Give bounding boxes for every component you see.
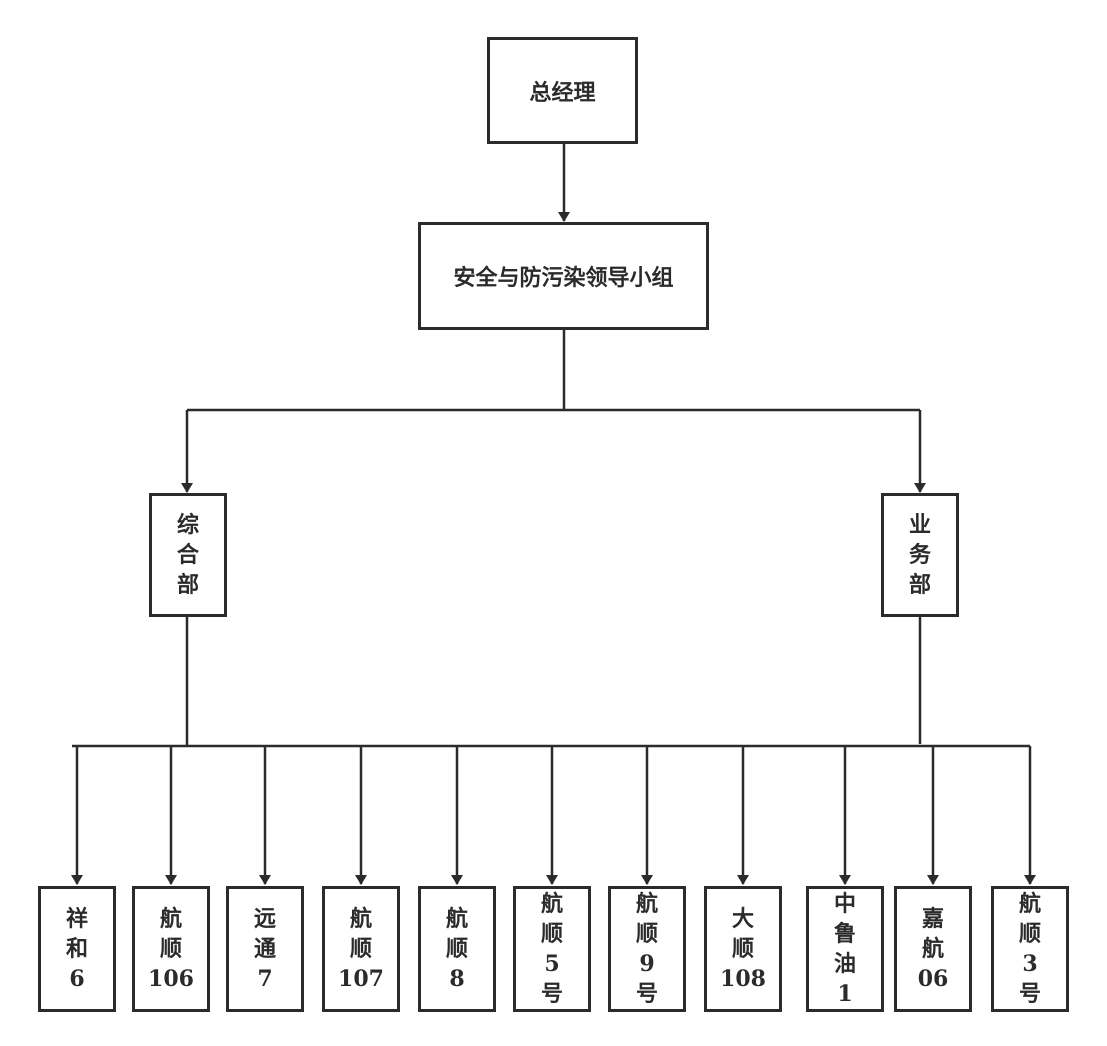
node-ship-6-label: 航 顺 5 号	[540, 891, 563, 1007]
node-ship-5: 航 顺 8	[418, 886, 496, 1012]
node-ship-9: 中 鲁 油 1	[806, 886, 884, 1012]
node-dept-yewu-label: 业 务 部	[908, 512, 931, 598]
node-ship-2-label: 航 顺 106	[148, 906, 194, 992]
node-ship-5-label: 航 顺 8	[445, 906, 468, 992]
node-safety-group-label: 安全与防污染领导小组	[453, 265, 674, 291]
node-ship-1: 祥 和 6	[38, 886, 116, 1012]
node-ship-7-label: 航 顺 9 号	[635, 891, 658, 1007]
node-ship-8-label: 大 顺 108	[720, 906, 766, 992]
node-ship-2: 航 顺 106	[132, 886, 210, 1012]
node-ship-10-label: 嘉 航 06	[917, 906, 949, 992]
node-ship-11-label: 航 顺 3 号	[1018, 891, 1041, 1007]
node-ship-3: 远 通 7	[226, 886, 304, 1012]
node-ship-6: 航 顺 5 号	[513, 886, 591, 1012]
node-ship-11: 航 顺 3 号	[991, 886, 1069, 1012]
node-dept-zonghe: 综 合 部	[149, 493, 227, 617]
node-ship-7: 航 顺 9 号	[608, 886, 686, 1012]
node-ship-3-label: 远 通 7	[253, 906, 276, 992]
node-ship-1-label: 祥 和 6	[65, 906, 88, 992]
node-general-manager-label: 总经理	[529, 79, 596, 106]
node-safety-group: 安全与防污染领导小组	[418, 222, 709, 330]
node-dept-zonghe-label: 综 合 部	[176, 512, 199, 598]
node-ship-10: 嘉 航 06	[894, 886, 972, 1012]
node-dept-yewu: 业 务 部	[881, 493, 959, 617]
node-ship-4: 航 顺 107	[322, 886, 400, 1012]
node-ship-4-label: 航 顺 107	[338, 906, 384, 992]
node-ship-9-label: 中 鲁 油 1	[833, 891, 856, 1007]
node-ship-8: 大 顺 108	[704, 886, 782, 1012]
node-general-manager: 总经理	[487, 37, 638, 144]
